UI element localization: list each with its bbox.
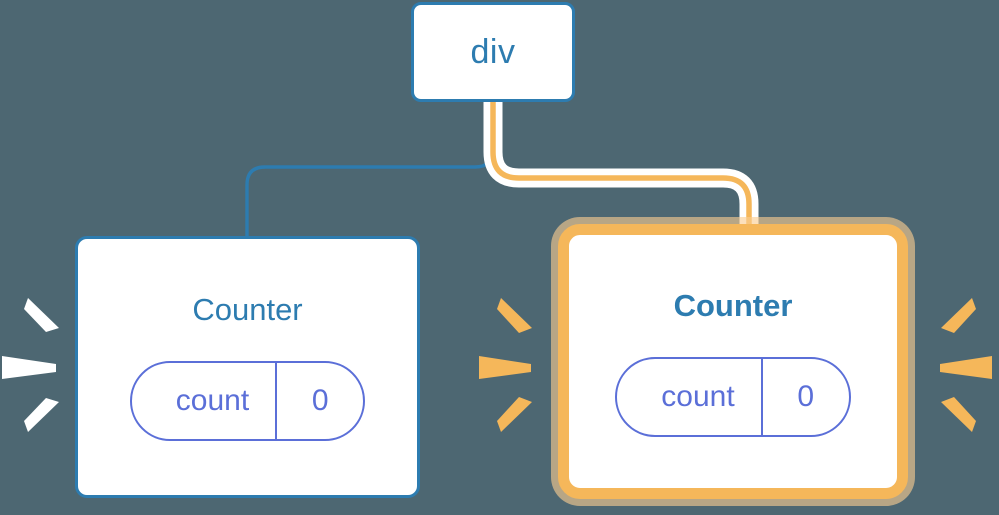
connector-div-to-counter-right — [490, 100, 752, 234]
prop-value-count: 0 — [311, 384, 329, 417]
node-div-label: div — [470, 33, 516, 71]
node-div[interactable]: div — [411, 2, 575, 102]
node-counter-right[interactable]: Counter count 0 — [558, 224, 908, 499]
connector-halo-div-to-counter-right — [483, 100, 759, 234]
node-counter-left-title: Counter — [192, 292, 303, 327]
prop-value-count: 0 — [797, 380, 815, 413]
prop-pill-count-left: count 0 — [129, 361, 366, 441]
node-counter-left[interactable]: Counter count 0 — [75, 236, 420, 498]
node-counter-right-title: Counter — [673, 288, 793, 323]
prop-name-count: count — [617, 359, 763, 435]
connector-div-to-counter-left — [245, 102, 495, 238]
prop-name-count: count — [132, 363, 278, 439]
prop-pill-count-right: count 0 — [615, 357, 851, 437]
